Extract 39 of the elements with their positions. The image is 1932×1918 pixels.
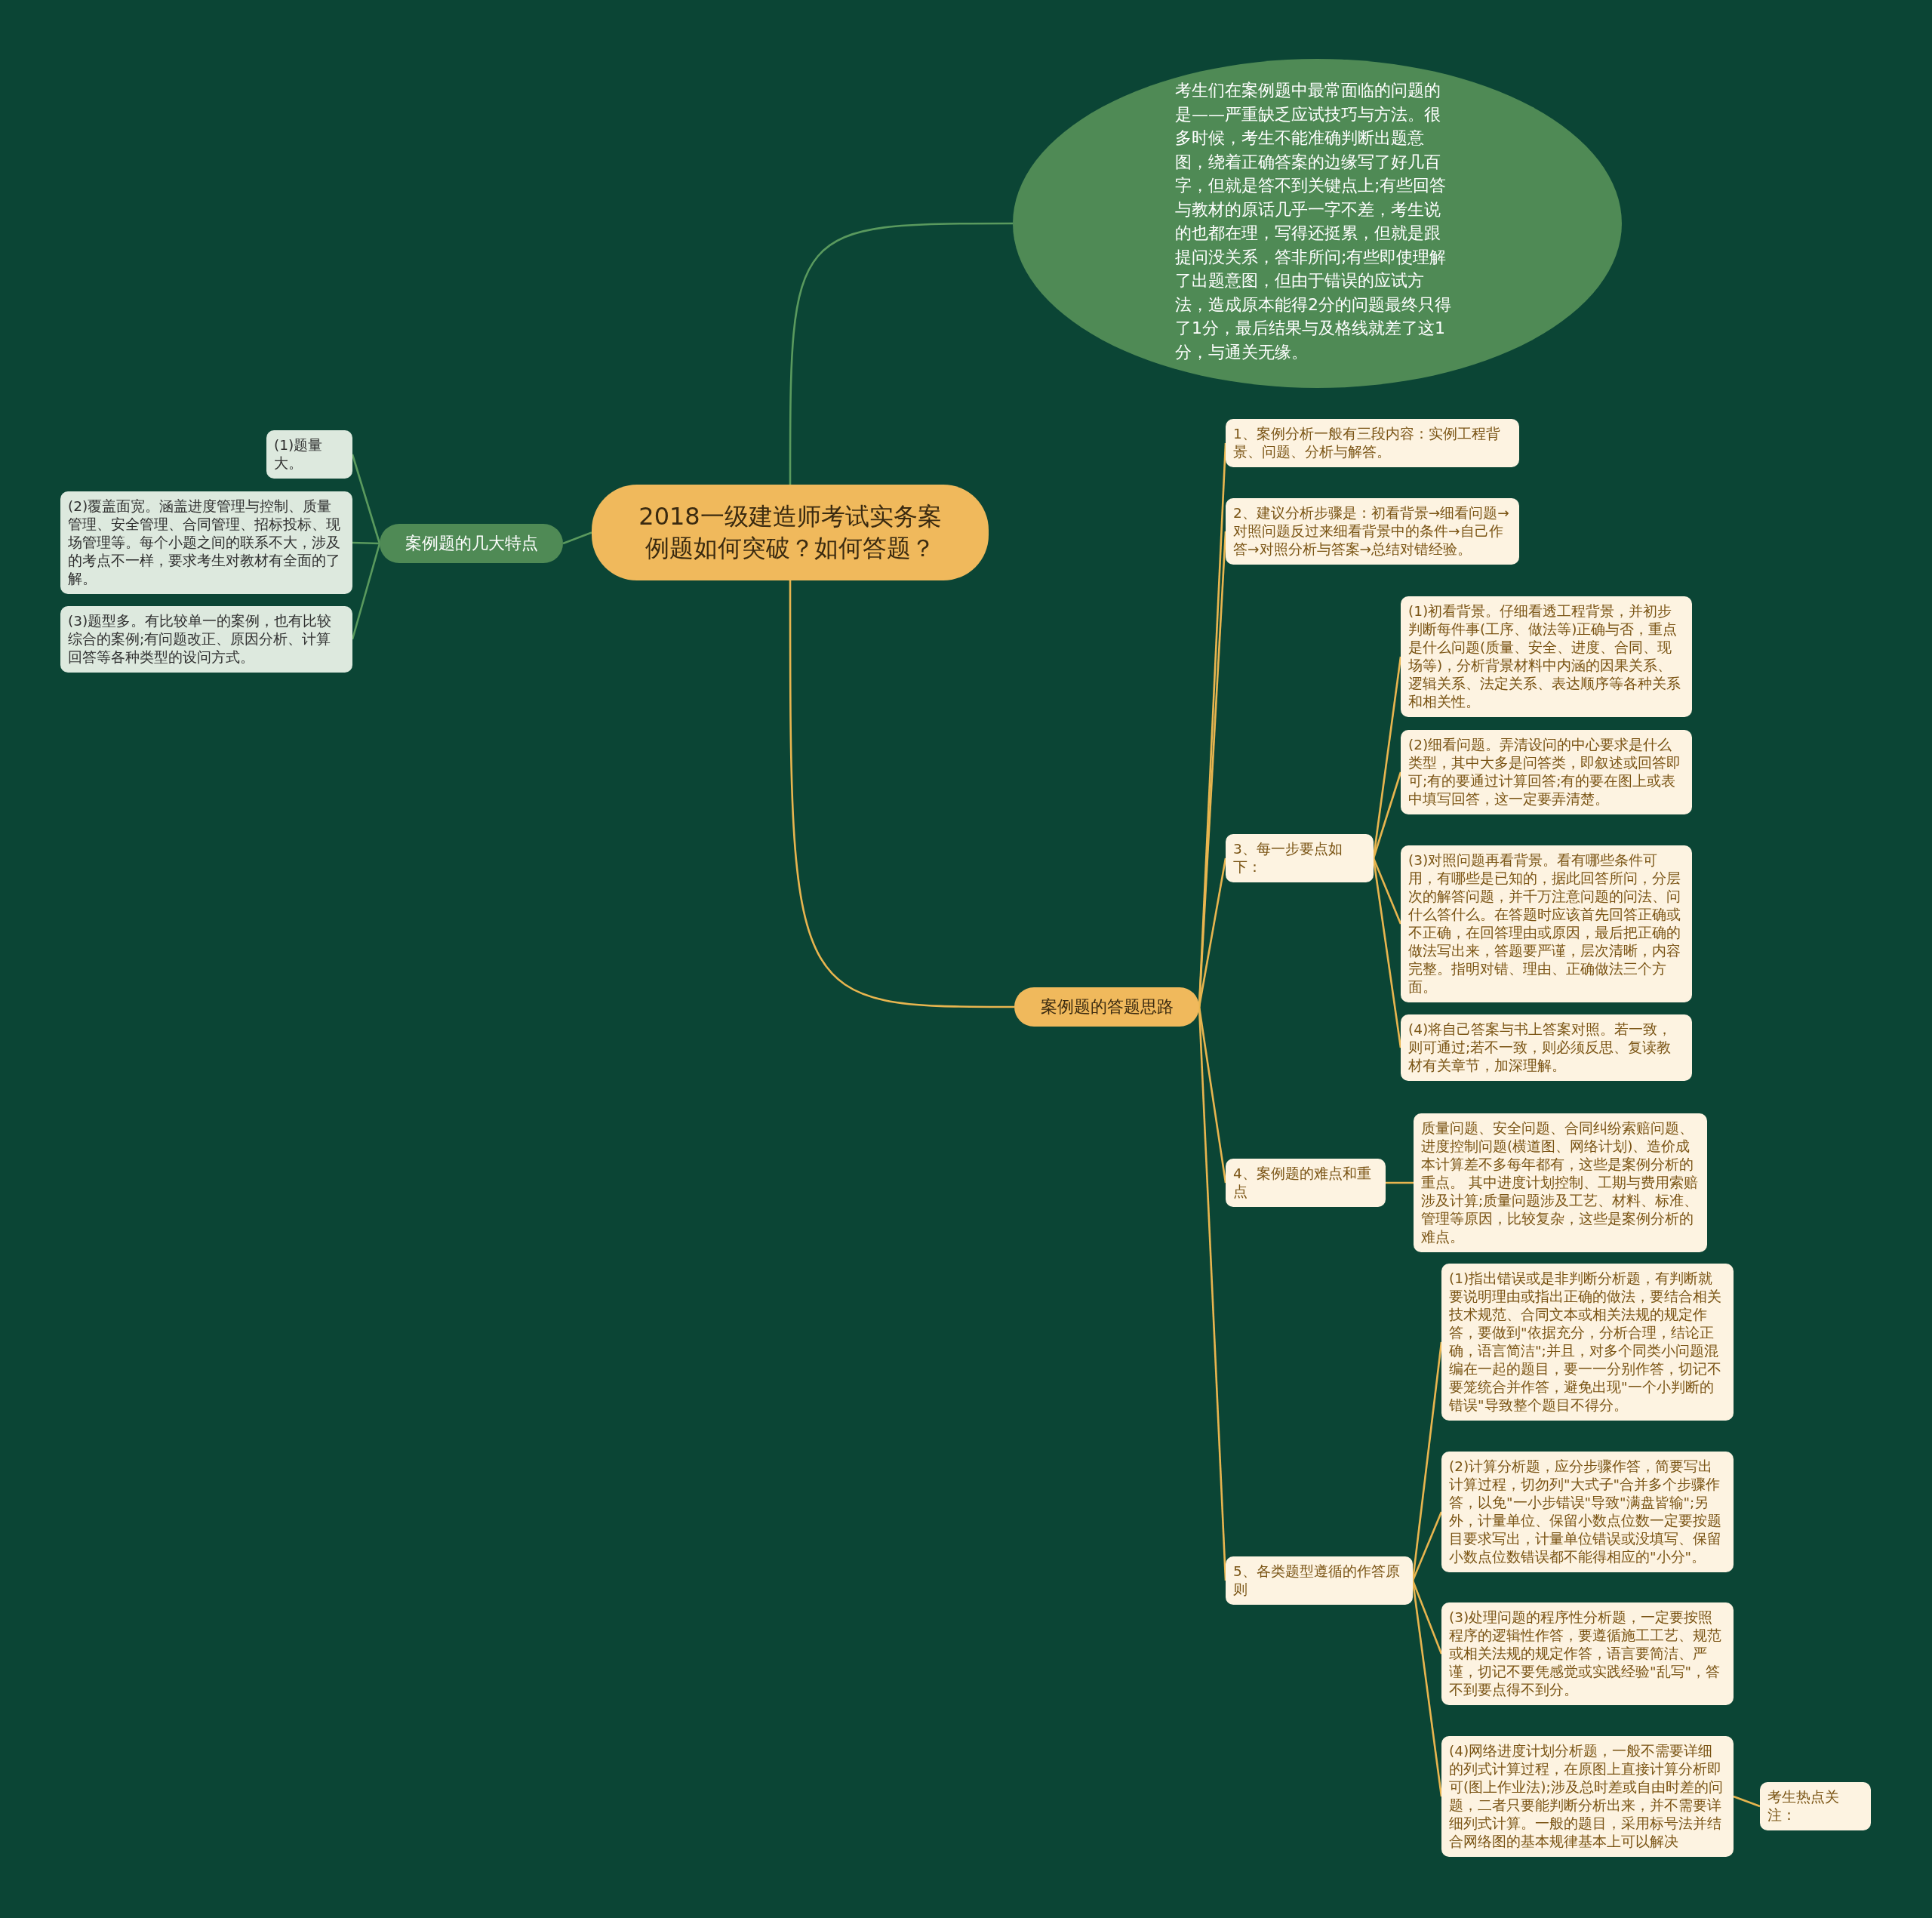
subtopic-box: 1、案例分析一般有三段内容：实例工程背景、问题、分析与解答。 bbox=[1226, 419, 1519, 468]
connector-line bbox=[1411, 1511, 1443, 1581]
subtopic-box: (2)覆盖面宽。涵盖进度管理与控制、质量管理、安全管理、合同管理、招标投标、现场管理等。每个小题之间的联系不大，涉及的考点不一样，要求考生对教材有全面的了解。 bbox=[60, 491, 352, 595]
subtopic-box: (3)对照问题再看背景。看有哪些条件可用，有哪些是已知的，据此回答所问，分层次的解答问题，并千万注意问题的问法、问什么答什么。在答题时应该首先回答正确或不正确，在回答理由或原因，最后把正确的做法写出来，答题要严谨，层次清晰，内容完整。指明对错、理由、正确做法三个方面。 bbox=[1401, 845, 1692, 1003]
subtopic-box: (4)网络进度计划分析题，一般不需要详细的列式计算过程，在原图上直接计算分析即可(图上作业法);涉及总时差或自由时差的问题，二者只要能判断分析出来，并不需要详细列式计算。一般的题目，采用标号法并结合网络图的基本规律基本上可以解决 bbox=[1441, 1736, 1734, 1858]
subtopic-box: 考生热点关注： bbox=[1760, 1782, 1871, 1831]
subtopic-box: (4)将自己答案与书上答案对照。若一致，则可通过;若不一致，则必须反思、复读教材有关章节，加深理解。 bbox=[1401, 1014, 1692, 1082]
subtopic-box: 质量问题、安全问题、合同纠纷索赔问题、进度控制问题(横道图、网络计划)、造价成本计算差不多每年都有，这些是案例分析的重点。 其中进度计划控制、工期与费用索赔涉及计算;质量问题涉及工艺、材料、标准、管理等原因，比较复杂，这些是案例分析的难点。 bbox=[1414, 1113, 1707, 1253]
connector-line bbox=[1372, 857, 1402, 925]
subtopic-box: (3)处理问题的程序性分析题，一定要按照程序的逻辑性作答，要遵循施工工艺、规范或相关法规的规定作答，语言要简洁、严谨，切记不要凭感觉或实践经验"乱写"，答不到要点得不到分。 bbox=[1441, 1602, 1734, 1706]
subtopic-box: 3、每一步要点如下： bbox=[1226, 834, 1374, 883]
connector-line bbox=[1198, 1006, 1227, 1581]
subtopic-box: (3)题型多。有比较单一的案例，也有比较综合的案例;有问题改正、原因分析、计算回答等各种类型的设问方式。 bbox=[60, 606, 352, 673]
connector-line bbox=[1411, 1580, 1443, 1797]
subtopic-box: 2、建议分析步骤是：初看背景→细看问题→对照问题反过来细看背景中的条件→自己作答→对照分析与答案→总结对错经验。 bbox=[1226, 498, 1519, 565]
subtopic-box: (2)计算分析题，应分步骤作答，简要写出计算过程，切勿列"大式子"合并多个步骤作答，以免"一小步错误"导致"满盘皆输";另外，计量单位、保留小数点位数一定要按题目要求写出，计量单位错误或没填写、保留小数点位数错误都不能得相应的"小分"。 bbox=[1441, 1452, 1734, 1573]
connector-line bbox=[789, 580, 1014, 1008]
branch-topic: 案例题的答题思路 bbox=[1014, 987, 1199, 1027]
subtopic-box: 4、案例题的难点和重点 bbox=[1226, 1159, 1386, 1208]
central-topic: 2018一级建造师考试实务案例题如何突破？如何答题？ bbox=[592, 485, 989, 581]
subtopic-box: (2)细看问题。弄清设问的中心要求是什么类型，其中大多是问答类，即叙述或回答即可;有的要通过计算回答;有的要在图上或表中填写回答，这一定要弄清楚。 bbox=[1401, 730, 1692, 815]
connector-line bbox=[1386, 1181, 1414, 1184]
note-ellipse: 考生们在案例题中最常面临的问题的是——严重缺乏应试技巧与方法。很多时候，考生不能准确判断出题意图，绕着正确答案的边缘写了好几百字，但就是答不到关键点上;有些回答与教材的原话几乎一字不差，考生说的也都在理，写得还挺累，但就是跟提问没关系，答非所问;有些即使理解了出题意图，但由于错误的应试方法，造成原本能得2分的问题最终只得了1分，最后结果与及格线就差了这1分，与通关无缘。 bbox=[1013, 59, 1622, 388]
connector-line bbox=[352, 541, 380, 545]
connector-line bbox=[1411, 1580, 1443, 1655]
branch-topic: 案例题的几大特点 bbox=[380, 524, 563, 563]
connector-line bbox=[1198, 1006, 1227, 1184]
connector-line bbox=[562, 531, 592, 545]
connector-line bbox=[1198, 857, 1227, 1008]
connector-line bbox=[351, 454, 381, 544]
subtopic-box: (1)题量大。 bbox=[266, 430, 352, 479]
connector-line bbox=[1372, 771, 1402, 859]
connector-line bbox=[1733, 1795, 1761, 1808]
connector-line bbox=[351, 543, 381, 640]
subtopic-box: (1)指出错误或是非判断分析题，有判断就要说明理由或指出正确的做法，要结合相关技术规范、合同文本或相关法规的规定作答，要做到"依据充分，分析合理，结论正确，语言简洁";并且，对多个同类小问题混编在一起的题目，要一一分别作答，切记不要笼统合并作答，避免出现"一个小判断的错误"导致整个题目不得分。 bbox=[1441, 1264, 1734, 1421]
subtopic-box: 5、各类题型遵循的作答原则 bbox=[1226, 1556, 1413, 1606]
subtopic-box: (1)初看背景。仔细看透工程背景，并初步判断每件事(工序、做法等)正确与否，重点是什么问题(质量、安全、进度、合同、现场等)，分析背景材料中内涵的因果关系、逻辑关系、法定关系、表达顺序等各种关系和相关性。 bbox=[1401, 596, 1692, 718]
connector-line bbox=[1372, 857, 1402, 1048]
connector-line bbox=[789, 222, 1013, 485]
